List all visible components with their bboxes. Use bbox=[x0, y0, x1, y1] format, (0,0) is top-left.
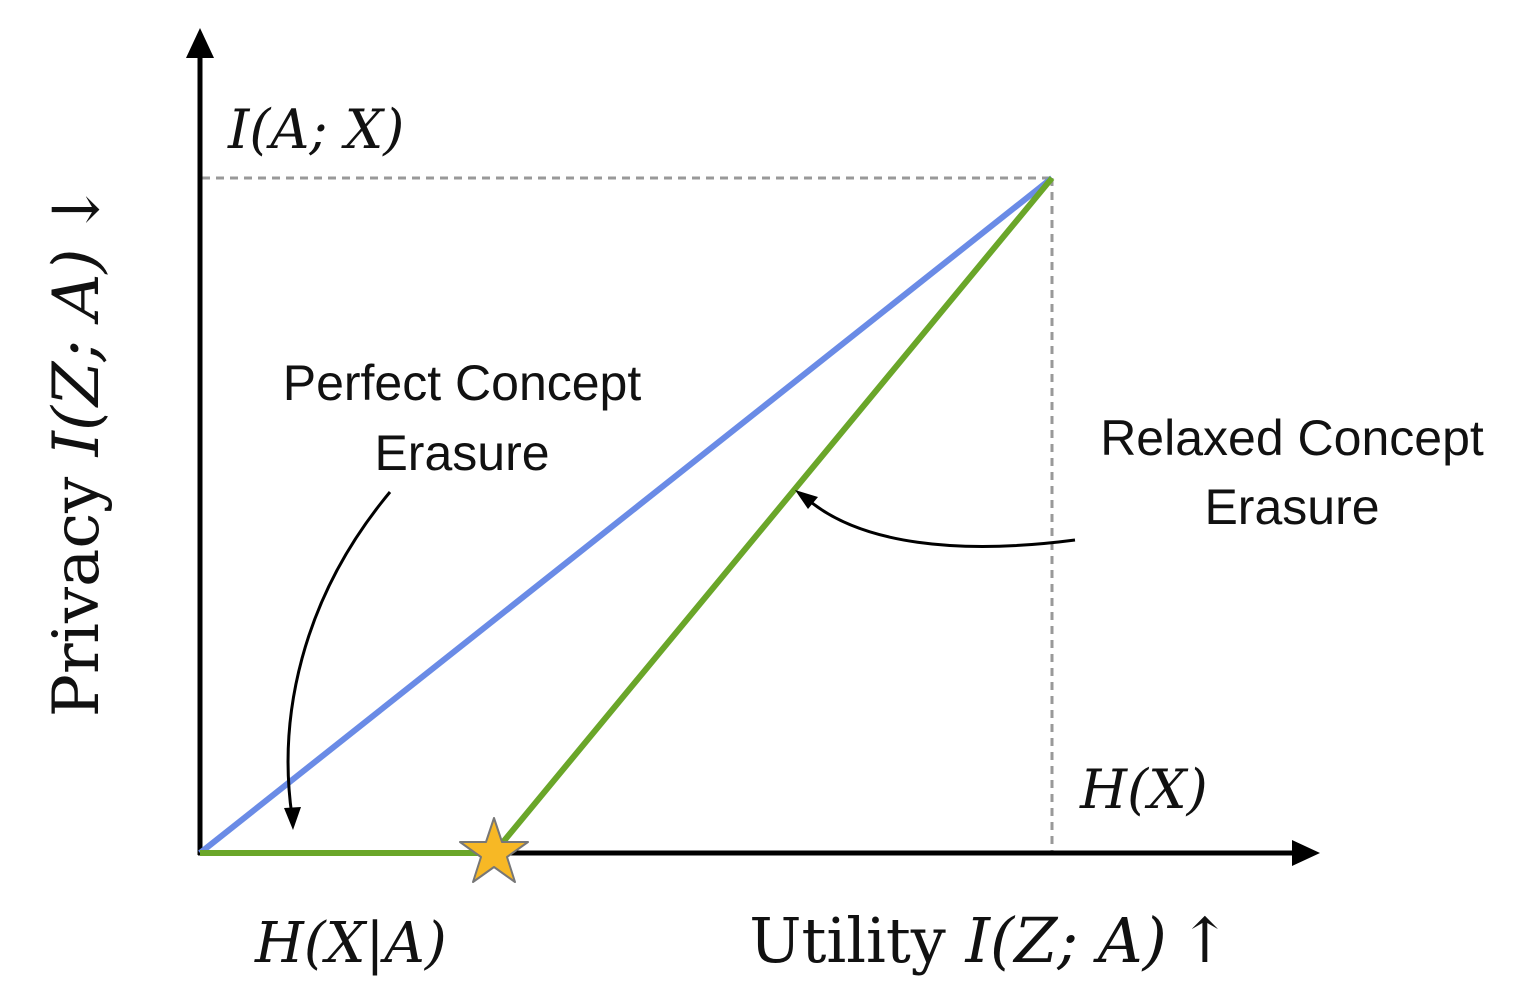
perfect-erasure-label-line1: Perfect Concept bbox=[283, 355, 642, 411]
x-axis-label: Utility I(Z; A)↑ bbox=[749, 904, 1231, 977]
x-min-label: H(X|A) bbox=[254, 911, 447, 976]
optimal-point-star-icon bbox=[459, 817, 529, 883]
x-max-label: H(X) bbox=[1079, 758, 1208, 821]
y-axis-label-group: Privacy I(Z; A)↓ bbox=[40, 183, 114, 717]
relaxed-erasure-label-line1: Relaxed Concept bbox=[1100, 410, 1484, 466]
y-axis-arrowhead bbox=[186, 28, 214, 58]
perfect-erasure-label-line2: Erasure bbox=[374, 425, 549, 481]
relaxed-erasure-label-line2: Erasure bbox=[1204, 479, 1379, 535]
perfect-erasure-arrowhead bbox=[284, 807, 301, 830]
perfect-erasure-arrow bbox=[286, 491, 392, 817]
relaxed-erasure-arrowhead bbox=[795, 490, 818, 509]
y-max-label: I(A; X) bbox=[227, 98, 404, 161]
blue-tradeoff-line bbox=[198, 175, 1054, 856]
x-axis-arrowhead bbox=[1292, 840, 1320, 866]
y-axis-label: Privacy I(Z; A)↓ bbox=[40, 183, 114, 717]
relaxed-erasure-arrow bbox=[805, 496, 1076, 548]
